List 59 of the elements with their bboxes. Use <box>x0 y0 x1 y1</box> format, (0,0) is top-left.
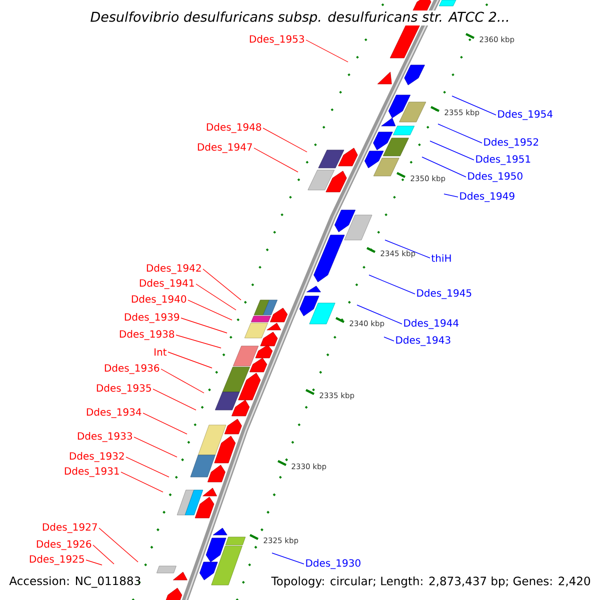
leader-line <box>188 300 232 320</box>
gene-label: Ddes_1936 <box>104 364 160 374</box>
leader-line <box>262 128 308 152</box>
gene-label: Ddes_1941 <box>140 279 194 289</box>
gene-label: Ddes_1940 <box>132 295 186 305</box>
gene-label: Ddes_1939 <box>124 313 180 323</box>
leader-line <box>356 304 402 324</box>
gene-label: Int <box>154 348 167 356</box>
gene-label: Ddes_1951 <box>476 155 530 165</box>
genome-info-text: Topology: circular; Length: 2,873,437 bp; Genes: 2,420 <box>271 576 590 588</box>
leader-line <box>422 156 466 178</box>
gene-label: Ddes_1934 <box>86 408 142 418</box>
leader-line <box>86 560 102 566</box>
gene-label: Ddes_1945 <box>417 289 472 299</box>
gene-label: Ddes_1950 <box>468 172 522 182</box>
gene-label: Ddes_1926 <box>36 540 92 550</box>
gene-label: Ddes_1944 <box>404 319 458 329</box>
leader-line <box>430 140 474 160</box>
leader-line <box>452 96 496 116</box>
leader-line <box>438 124 482 144</box>
gene-label: Ddes_1927 <box>42 523 97 533</box>
gene-label: thiH <box>431 254 451 262</box>
leader-line <box>306 40 348 62</box>
gene-label: Ddes_1947 <box>198 143 252 153</box>
gene-label: Ddes_1953 <box>250 35 304 45</box>
leader-line <box>384 336 394 342</box>
gene-label: Ddes_1952 <box>484 138 538 148</box>
gene-label: Ddes_1933 <box>78 432 132 442</box>
gene-label: Ddes_1942 <box>146 264 201 274</box>
leader-line <box>98 528 138 562</box>
leader-line <box>152 388 196 410</box>
leader-line <box>180 318 228 334</box>
accession-text: Accession: NC_011883 <box>9 576 140 588</box>
leader-line <box>272 552 304 564</box>
leader-line <box>120 472 164 492</box>
gene-label: Ddes_1948 <box>206 123 262 133</box>
leader-line <box>142 412 188 434</box>
gene-label: Ddes_1949 <box>460 192 514 202</box>
leader-line <box>134 436 178 458</box>
leader-line <box>384 240 430 258</box>
leader-line <box>196 284 236 310</box>
gene-label: Ddes_1943 <box>396 336 450 346</box>
gene-label: Ddes_1931 <box>64 467 119 477</box>
leader-line <box>168 352 212 368</box>
gene-label: Ddes_1938 <box>120 330 174 340</box>
leader-line <box>176 334 222 348</box>
leader-line <box>160 368 204 394</box>
gene-label: Ddes_1954 <box>498 110 552 120</box>
leader-line <box>126 456 170 478</box>
leader-line <box>368 274 416 294</box>
title: Desulfovibrio desulfuricans subsp. desulfuricans str. ATCC 2... <box>89 10 511 26</box>
leader-line <box>92 544 114 564</box>
leader-line <box>202 268 242 300</box>
gene-label: Ddes_1935 <box>96 384 151 394</box>
leader-line <box>254 148 298 172</box>
gene-label: Ddes_1932 <box>70 452 124 462</box>
gene-label: Ddes_1925 <box>30 555 84 565</box>
gene-label: Ddes_1930 <box>306 559 360 569</box>
leader-line <box>444 194 458 198</box>
